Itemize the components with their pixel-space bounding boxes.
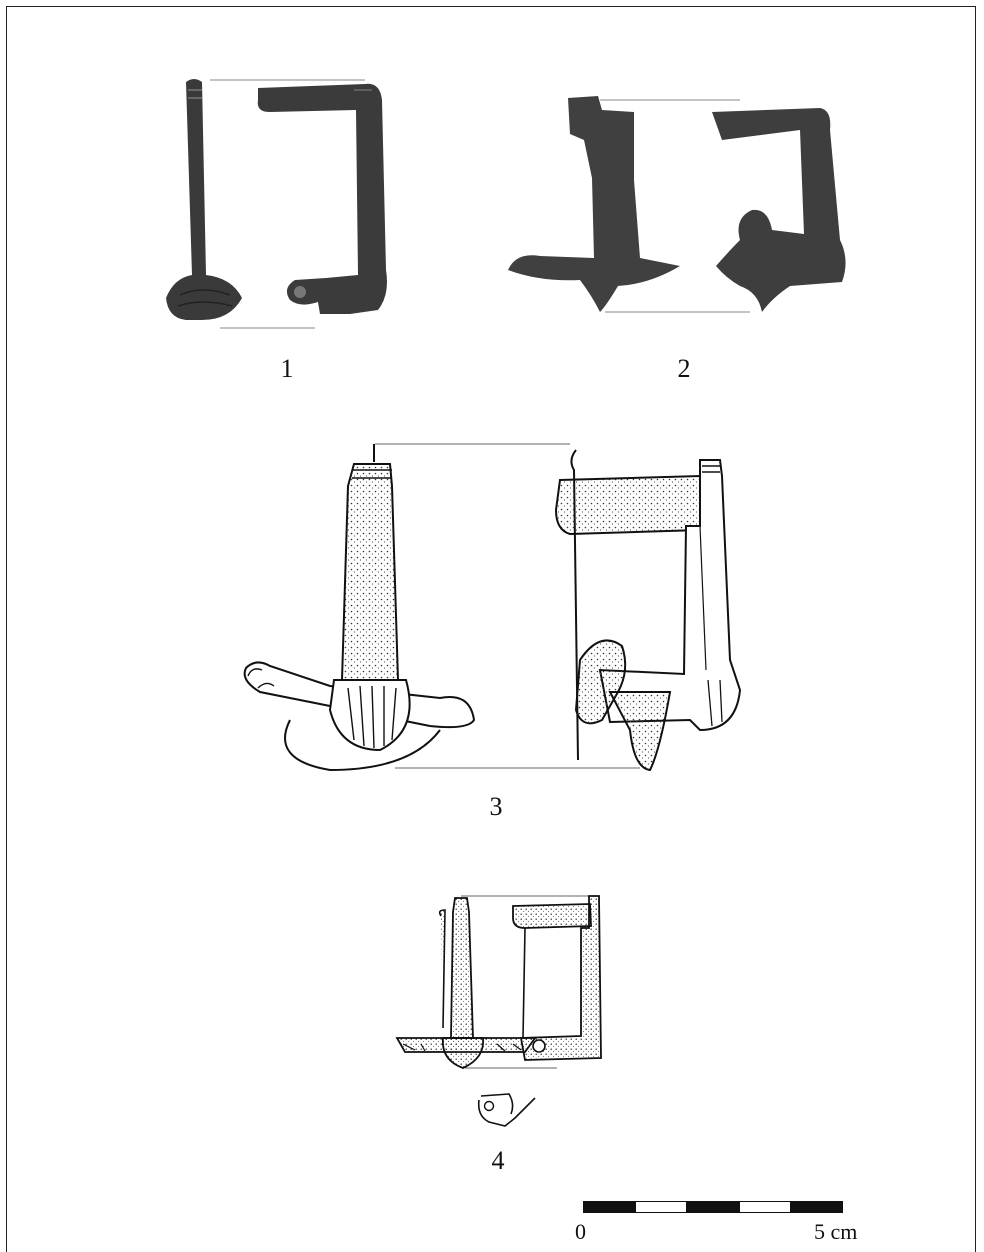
figure-2-photo [508,96,846,313]
figure-3-number: 3 [489,792,503,821]
figure-4-drawing [395,895,602,1127]
scale-segment-1 [583,1201,635,1213]
figure-2-number: 2 [677,354,691,383]
figure-1-photo [166,79,387,329]
figure-1-number: 1 [280,354,294,383]
scale-segment-2 [635,1201,687,1213]
scale-bar [583,1201,843,1215]
scale-segment-4 [739,1201,791,1213]
scale-segment-3 [687,1201,739,1213]
scale-start-label: 0 [575,1219,586,1244]
plate-frame [6,6,976,1252]
scale-end-label: 5 cm [814,1219,858,1244]
scale-segment-5 [791,1201,843,1213]
figure-4-number: 4 [491,1146,505,1175]
figure-3-drawing [243,443,742,772]
